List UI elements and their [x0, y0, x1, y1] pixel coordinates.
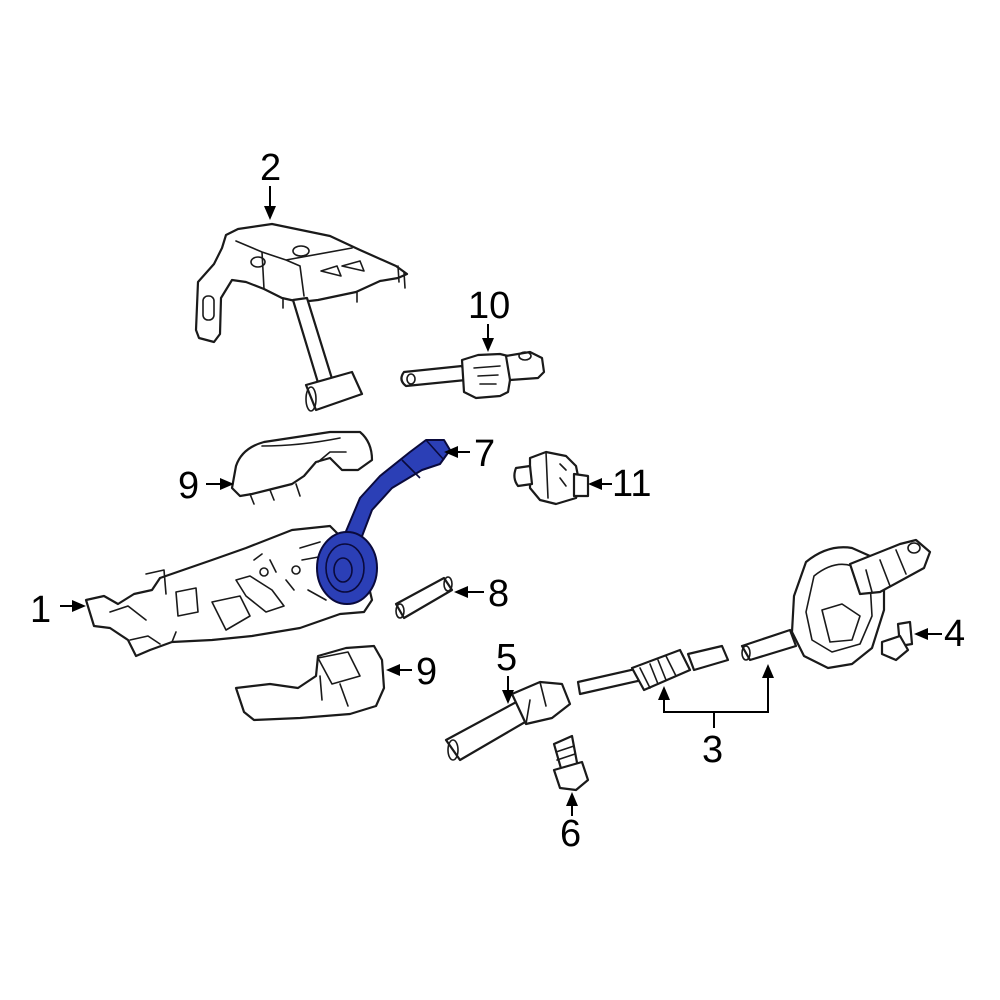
- callout-9-lower: 9: [416, 651, 437, 693]
- part-3-intermediate-shaft[interactable]: [576, 628, 798, 696]
- part-4-bolt[interactable]: [880, 620, 914, 662]
- callout-10: 10: [468, 285, 510, 327]
- part-3-column-boot-flange[interactable]: [790, 538, 932, 670]
- part-2-column-support-bracket[interactable]: [194, 222, 409, 412]
- callout-leaders: [60, 186, 942, 816]
- part-9-upper-column-shroud[interactable]: [230, 430, 374, 505]
- callout-7: 7: [474, 433, 495, 475]
- part-5-universal-joint[interactable]: [444, 680, 572, 762]
- part-6-bolt[interactable]: [552, 734, 590, 792]
- callout-2: 2: [260, 147, 281, 189]
- callout-1: 1: [30, 589, 51, 631]
- callout-3: 3: [702, 729, 723, 771]
- callout-4: 4: [944, 613, 965, 655]
- callout-9-upper: 9: [178, 465, 199, 507]
- part-8-cylinder[interactable]: [394, 576, 454, 620]
- callout-5: 5: [496, 637, 517, 679]
- callout-labels: 1 2 3 4 5 6 7 8 9 9 10 11: [30, 147, 965, 855]
- part-11-switch[interactable]: [513, 450, 590, 506]
- callout-11: 11: [612, 463, 651, 505]
- part-10-switch[interactable]: [400, 350, 546, 400]
- callout-8: 8: [488, 573, 509, 615]
- callout-6: 6: [560, 813, 581, 855]
- part-9-lower-column-shroud[interactable]: [234, 644, 386, 722]
